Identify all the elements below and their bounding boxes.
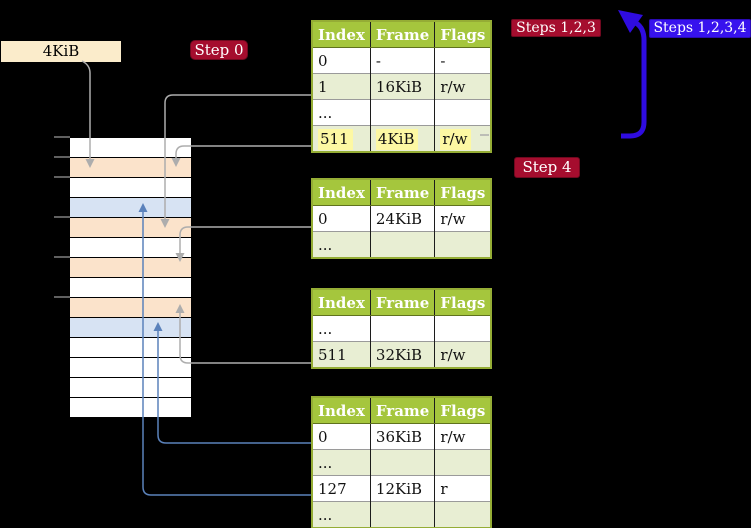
highlighted-value: 511 xyxy=(318,128,353,150)
memory-frame-row-4 xyxy=(70,217,191,237)
page-table-1-cell: 4KiB xyxy=(369,125,435,152)
badge-step-0: Step 0 xyxy=(190,40,248,60)
page-table-3-cell xyxy=(434,315,492,342)
page-table-4-header-index: Index xyxy=(312,397,371,424)
page-table-1-cell: r/w xyxy=(434,73,492,100)
highlighted-value: r/w xyxy=(440,128,472,150)
page-table-1-cell xyxy=(369,99,435,126)
memory-frame-row-2 xyxy=(70,177,191,197)
page-table-4-cell: r/w xyxy=(434,423,492,450)
page-table-1-cell: - xyxy=(434,47,492,74)
page-table-4-cell xyxy=(434,449,492,476)
memory-frame-row-13 xyxy=(70,397,191,417)
page-table-1-header-frame: Frame xyxy=(369,21,435,48)
page-table-3-header-flags: Flags xyxy=(434,289,492,316)
page-size-label: 4KiB xyxy=(1,41,121,62)
page-table-1-row-3: 511 4KiB r/w xyxy=(312,125,492,152)
page-table-2-row-1: ... xyxy=(312,231,492,258)
page-table-2-cell: r/w xyxy=(434,205,492,232)
page-table-3-cell: 32KiB xyxy=(369,341,435,368)
memory-frame-row-7 xyxy=(70,277,191,297)
page-table-3-cell xyxy=(369,315,435,342)
memory-frame-row-12 xyxy=(70,377,191,397)
page-table-3-row-0: ... xyxy=(312,315,492,342)
page-table-2-cell: 24KiB xyxy=(369,205,435,232)
page-table-3-header-index: Index xyxy=(312,289,371,316)
badge-steps-1-2-3: Steps 1,2,3 xyxy=(511,19,601,37)
page-table-3-cell: 511 xyxy=(312,341,371,368)
page-table-3-header-frame: Frame xyxy=(369,289,435,316)
page-table-3-cell: ... xyxy=(312,315,371,342)
pt2-row0-to-frame-24kib-line xyxy=(179,226,311,253)
highlighted-value: 4KiB xyxy=(375,128,419,150)
memory-frame-row-6 xyxy=(70,257,191,277)
page-table-4-cell xyxy=(369,449,435,476)
badge-step-4: Step 4 xyxy=(514,157,580,178)
page-table-2-cell: 0 xyxy=(312,205,371,232)
page-table-4-cell xyxy=(434,501,492,528)
memory-frame-row-10 xyxy=(70,337,191,357)
badge-steps-1-2-3-4: Steps 1,2,3,4 xyxy=(649,19,751,38)
physical-memory-column xyxy=(70,137,191,418)
page-table-1-row-2: ... xyxy=(312,99,492,126)
page-table-4-row-3: ... xyxy=(312,501,492,528)
memory-frame-row-11 xyxy=(70,357,191,377)
loop-back-arrow-line xyxy=(621,20,647,139)
page-table-4-cell: ... xyxy=(312,501,371,528)
page-table-1-cell: 16KiB xyxy=(369,73,435,100)
page-table-4-cell: 36KiB xyxy=(369,423,435,450)
page-table-1-cell xyxy=(434,99,492,126)
page-table-4-cell: 0 xyxy=(312,423,371,450)
memory-frame-row-5 xyxy=(70,237,191,257)
memory-frame-row-8 xyxy=(70,297,191,317)
page-table-2-cell xyxy=(369,231,435,258)
memory-frame-row-0 xyxy=(70,137,191,157)
page-table-1-cell: r/w xyxy=(434,125,492,152)
pt1-row511-to-frame-4kib-line xyxy=(175,145,311,158)
memory-frame-row-9 xyxy=(70,317,191,337)
page-table-3-cell: r/w xyxy=(434,341,492,368)
page-table-1-cell: 1 xyxy=(312,73,371,100)
page-table-4-cell: 127 xyxy=(312,475,371,502)
page-table-4-cell: ... xyxy=(312,449,371,476)
page-table-2-cell: ... xyxy=(312,231,371,258)
page-table-4-header-flags: Flags xyxy=(434,397,492,424)
memory-frame-row-3 xyxy=(70,197,191,217)
page-table-4-cell: 12KiB xyxy=(369,475,435,502)
page-table-1-cell: 0 xyxy=(312,47,371,74)
page-table-4-cell xyxy=(369,501,435,528)
page-table-4-header-frame: Frame xyxy=(369,397,435,424)
pt3-row511-to-frame-32kib-line xyxy=(179,313,311,364)
page-table-2-cell xyxy=(434,231,492,258)
page-table-2-header-flags: Flags xyxy=(434,179,492,206)
page-table-1-header-index: Index xyxy=(312,21,371,48)
page-table-1-cell: - xyxy=(369,47,435,74)
loop-back-arrow-arrowhead xyxy=(618,10,643,33)
memory-frame-row-1 xyxy=(70,157,191,177)
page-table-1-row-0: 0-- xyxy=(312,47,492,74)
page-table-1-cell: 511 xyxy=(312,125,371,152)
page-table-1-header-flags: Flags xyxy=(434,21,492,48)
page-table-2-header-frame: Frame xyxy=(369,179,435,206)
page-table-2-header-index: Index xyxy=(312,179,371,206)
page-table-4-cell: r xyxy=(434,475,492,502)
page-table-4-row-1: ... xyxy=(312,449,492,476)
page-table-1-cell: ... xyxy=(312,99,371,126)
